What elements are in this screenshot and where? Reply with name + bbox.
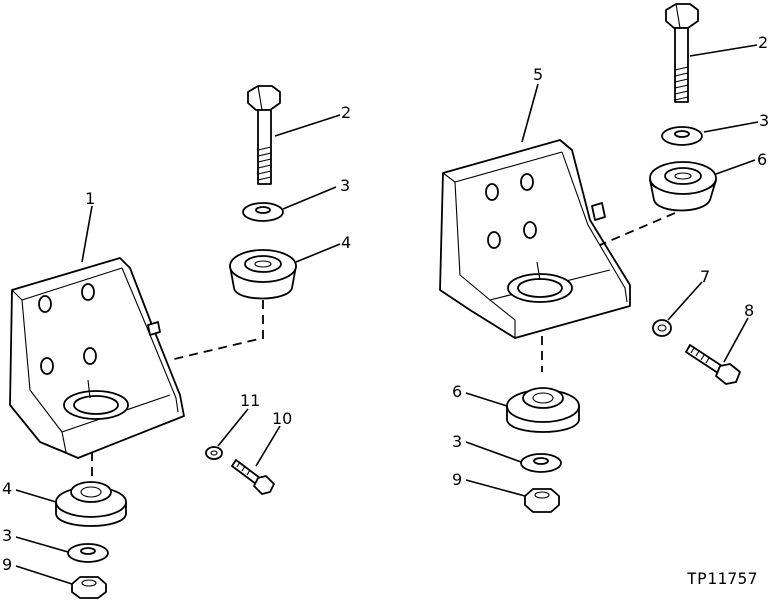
left-mounting-bracket — [9, 257, 185, 459]
left-small-bolt — [231, 459, 275, 495]
right-isolator-top — [649, 161, 717, 212]
callout-left-bracket: 1 — [85, 189, 95, 208]
callout-left-washer-bottom: 3 — [2, 526, 12, 545]
left-isolator-top — [229, 249, 297, 300]
callout-right-washer-bottom: 3 — [452, 432, 462, 451]
right-isolator-bottom — [506, 387, 580, 433]
callout-left-small-washer: 11 — [240, 391, 260, 410]
callout-right-nut: 9 — [452, 470, 462, 489]
left-assembly — [9, 85, 341, 599]
figure-code: TP11757 — [687, 569, 758, 588]
callout-right-isolator-top: 6 — [757, 150, 767, 169]
right-mounting-bracket — [439, 139, 631, 339]
callout-left-isolator-top: 4 — [341, 233, 351, 252]
callout-right-isolator-bottom: 6 — [452, 382, 462, 401]
callout-left-washer-top: 3 — [340, 176, 350, 195]
left-bolt — [247, 85, 281, 185]
callout-left-isolator-bottom: 4 — [2, 479, 12, 498]
right-washer-top — [661, 126, 703, 146]
right-assembly — [439, 3, 759, 513]
callout-right-bracket: 5 — [533, 65, 543, 84]
left-isolator-bottom — [55, 481, 127, 527]
left-nut — [71, 576, 107, 599]
callout-labels: 1 2 3 4 4 3 9 11 10 5 2 3 6 7 8 6 3 9 — [2, 33, 769, 574]
callout-left-nut: 9 — [2, 555, 12, 574]
left-washer-bottom — [67, 543, 109, 563]
right-small-washer — [652, 319, 672, 337]
callout-right-small-washer: 7 — [700, 267, 710, 286]
right-bolt — [665, 3, 699, 103]
callout-right-small-bolt: 8 — [744, 301, 754, 320]
left-small-washer — [205, 446, 223, 460]
right-small-bolt — [685, 344, 741, 385]
callout-right-bolt: 2 — [758, 33, 768, 52]
callout-left-bolt: 2 — [341, 103, 351, 122]
right-washer-bottom — [520, 453, 562, 473]
callout-right-washer-top: 3 — [759, 111, 769, 130]
left-washer-top — [242, 202, 284, 222]
callout-left-small-bolt: 10 — [272, 409, 292, 428]
right-nut — [524, 488, 560, 513]
